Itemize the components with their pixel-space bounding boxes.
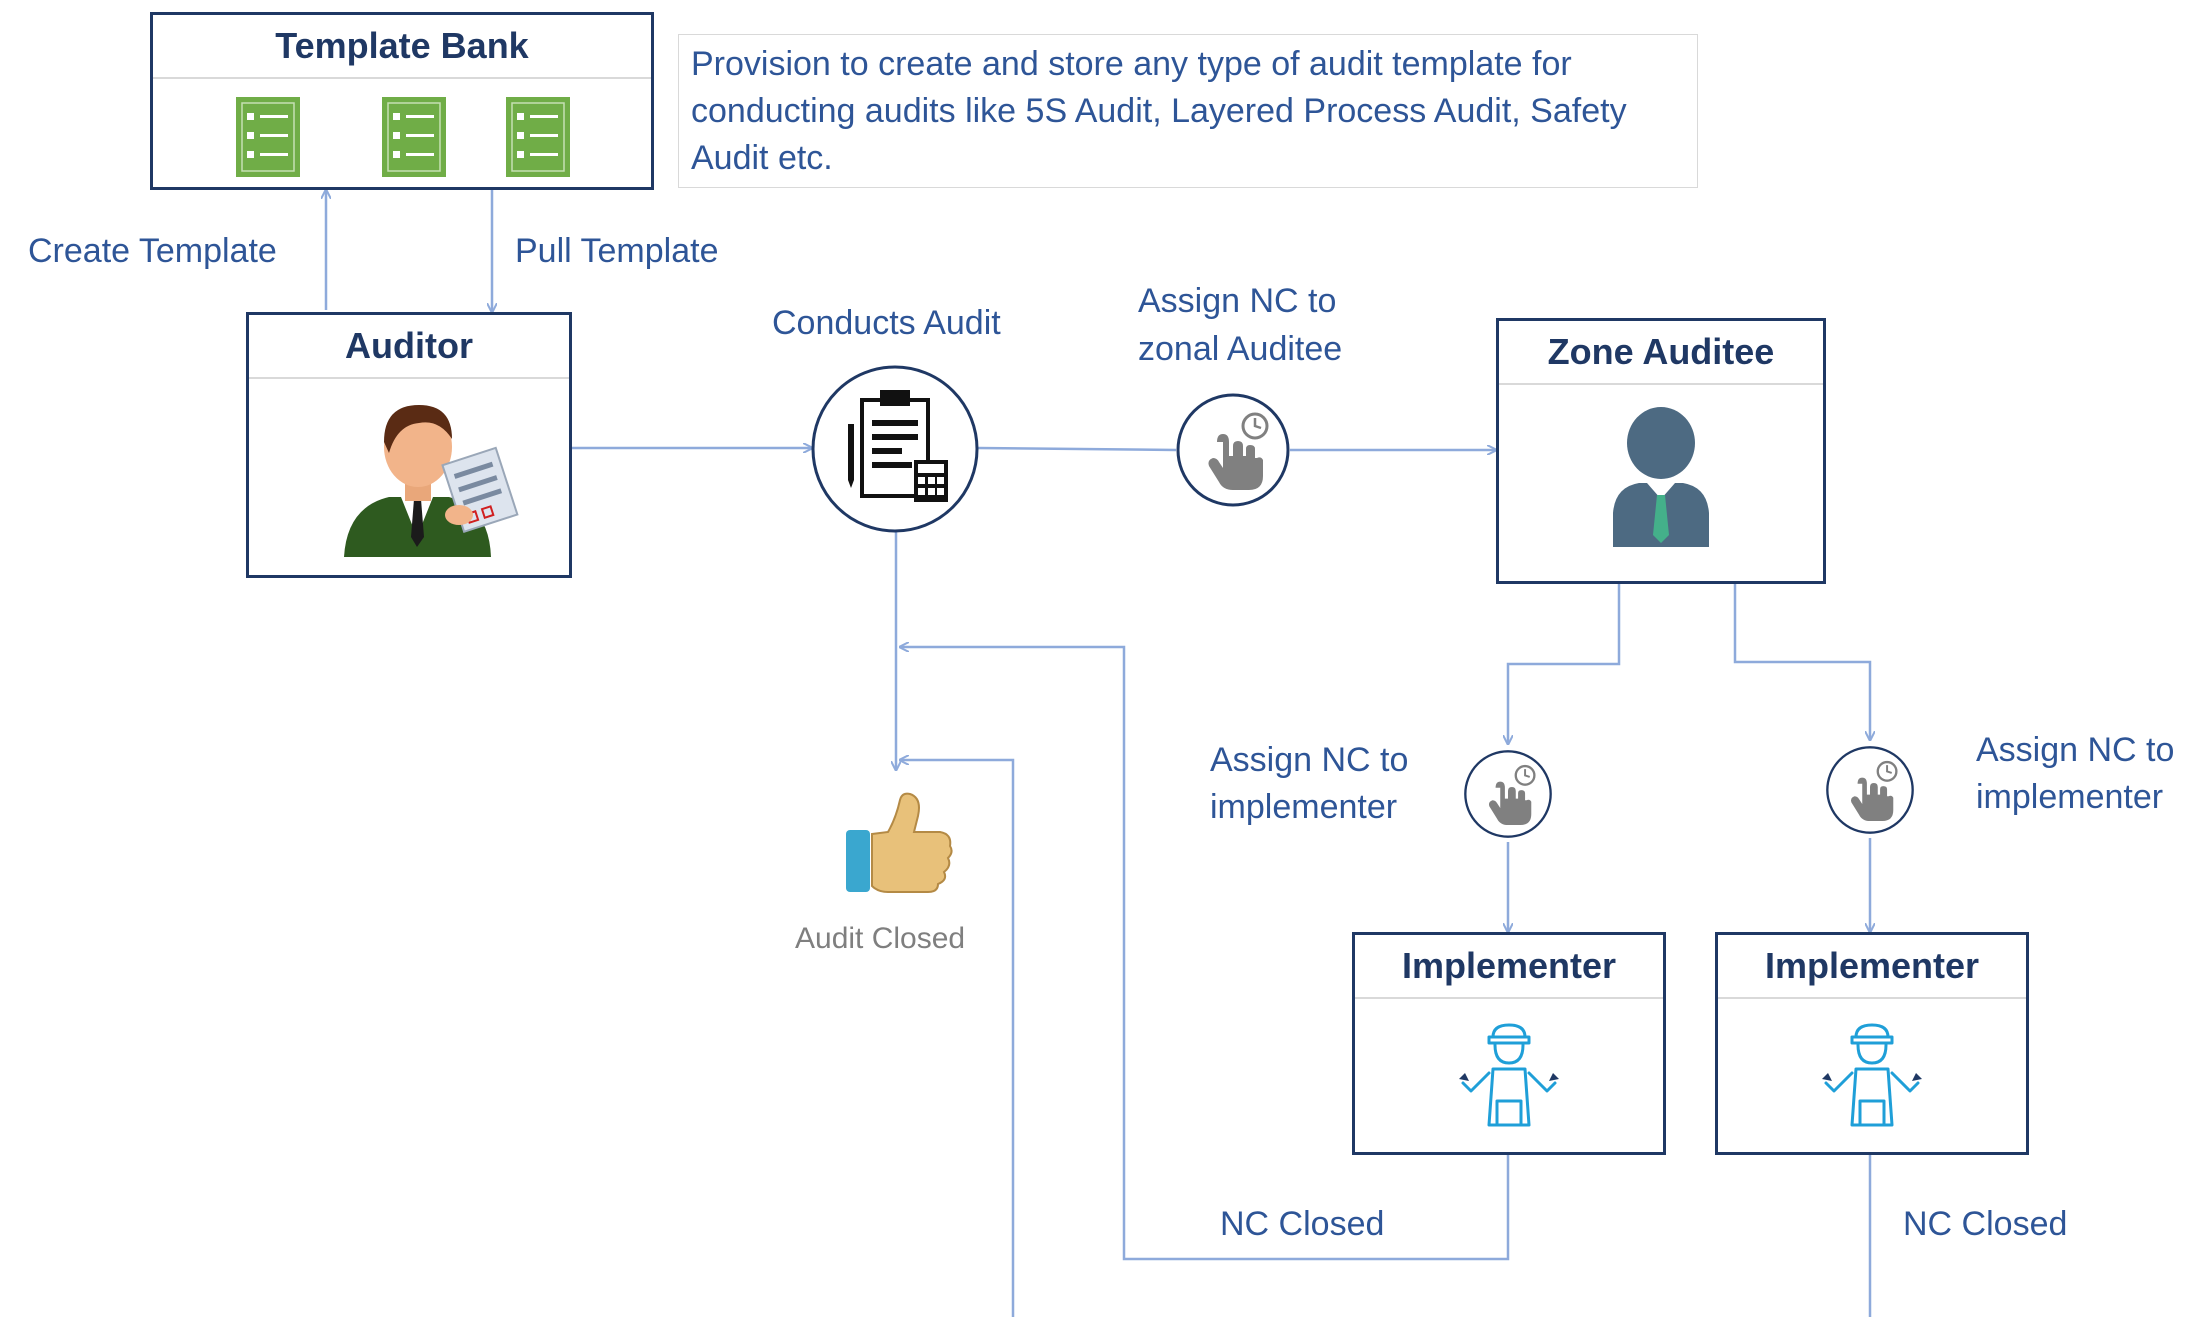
auditee-to-left-assign-arrow bbox=[1508, 584, 1621, 744]
nc-closed-left-label: NC Closed bbox=[1220, 1205, 1385, 1243]
auditor-box: Auditor bbox=[246, 312, 572, 578]
auditee-to-right-assign-arrow bbox=[1733, 584, 1870, 740]
assign-nc-implementer-right-label-line1: Assign NC to bbox=[1976, 731, 2175, 769]
zone-auditee-box: Zone Auditee bbox=[1496, 318, 1826, 584]
assign-nc-implementer-left-label-line2: implementer bbox=[1210, 788, 1398, 826]
worker-icon bbox=[1459, 1023, 1559, 1127]
assign-nc-implementer-right-label-line2: implementer bbox=[1976, 778, 2164, 816]
zone-auditee-title: Zone Auditee bbox=[1499, 321, 1823, 385]
touch-clock-icon bbox=[1464, 750, 1552, 838]
implementer-right-box: Implementer bbox=[1715, 932, 2029, 1155]
pull-template-label: Pull Template bbox=[515, 232, 719, 270]
worker-icon bbox=[1822, 1023, 1922, 1127]
template-list-icon bbox=[506, 97, 570, 177]
template-bank-box: Template Bank bbox=[150, 12, 654, 190]
nc-closed-right-label: NC Closed bbox=[1903, 1205, 2068, 1243]
implementer-left-title: Implementer bbox=[1355, 935, 1663, 999]
assign-nc-implementer-left-label-line1: Assign NC to bbox=[1210, 741, 1409, 779]
implementer-right-title: Implementer bbox=[1718, 935, 2026, 999]
audit-closed-label: Audit Closed bbox=[795, 922, 966, 955]
auditor-title: Auditor bbox=[249, 315, 569, 379]
auditee-person-icon bbox=[1613, 407, 1709, 547]
auditor-person-icon bbox=[344, 405, 519, 557]
implementer-left-box: Implementer bbox=[1352, 932, 1666, 1155]
clipboard-audit-icon bbox=[811, 365, 979, 533]
conducts-audit-label: Conducts Audit bbox=[772, 304, 1001, 342]
template-list-icon bbox=[382, 97, 446, 177]
assign-nc-zonal-label-line2: zonal Auditee bbox=[1138, 330, 1343, 368]
touch-clock-icon bbox=[1826, 746, 1914, 834]
assign-nc-zonal-label-line1: Assign NC to bbox=[1138, 282, 1337, 320]
touch-clock-icon bbox=[1176, 393, 1290, 507]
nc-closed-right-return-arrow bbox=[900, 760, 1872, 1317]
template-list-icon bbox=[236, 97, 300, 177]
nc-closed-left-return-arrow bbox=[900, 647, 1510, 1261]
thumbs-up-icon bbox=[846, 792, 953, 893]
provision-note: Provision to create and store any type o… bbox=[678, 34, 1698, 188]
template-bank-title: Template Bank bbox=[153, 15, 651, 79]
create-template-label: Create Template bbox=[28, 232, 277, 270]
audit-to-assign-line bbox=[977, 446, 1177, 452]
